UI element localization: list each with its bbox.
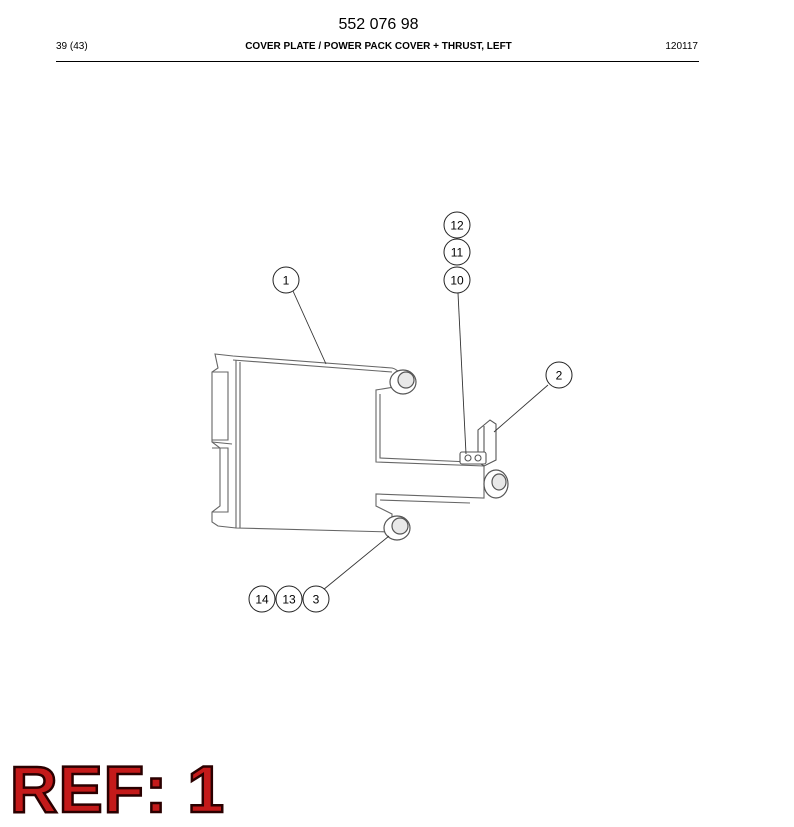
svg-text:13: 13	[282, 593, 296, 607]
callout-11: 11	[443, 238, 471, 266]
svg-text:14: 14	[255, 593, 269, 607]
svg-text:11: 11	[451, 246, 464, 260]
leader-lines	[292, 290, 549, 591]
svg-text:3: 3	[313, 593, 320, 607]
document-date: 120117	[665, 41, 698, 52]
svg-text:2: 2	[556, 369, 563, 383]
thrust-bracket	[459, 419, 497, 467]
callout-14: 14	[248, 585, 276, 613]
page-indicator: 39 (43)	[56, 41, 88, 52]
header-divider	[56, 61, 699, 62]
svg-text:10: 10	[450, 274, 464, 288]
callout-10: 10	[443, 266, 471, 294]
callout-13: 13	[275, 585, 303, 613]
knob-top	[389, 369, 417, 395]
svg-text:1: 1	[283, 274, 290, 288]
knob-right	[483, 469, 509, 499]
callout-2: 2	[545, 361, 573, 389]
knob-bottom	[383, 515, 411, 541]
reference-label: REF: 1	[9, 752, 226, 826]
callout-12: 12	[443, 211, 471, 239]
document-number: 552 076 98	[338, 16, 419, 33]
cover-plate-illustration	[211, 353, 485, 533]
document-title: COVER PLATE / POWER PACK COVER + THRUST,…	[245, 41, 512, 52]
svg-text:12: 12	[450, 219, 464, 233]
callout-1: 1	[272, 266, 300, 294]
callout-3: 3	[302, 585, 330, 613]
